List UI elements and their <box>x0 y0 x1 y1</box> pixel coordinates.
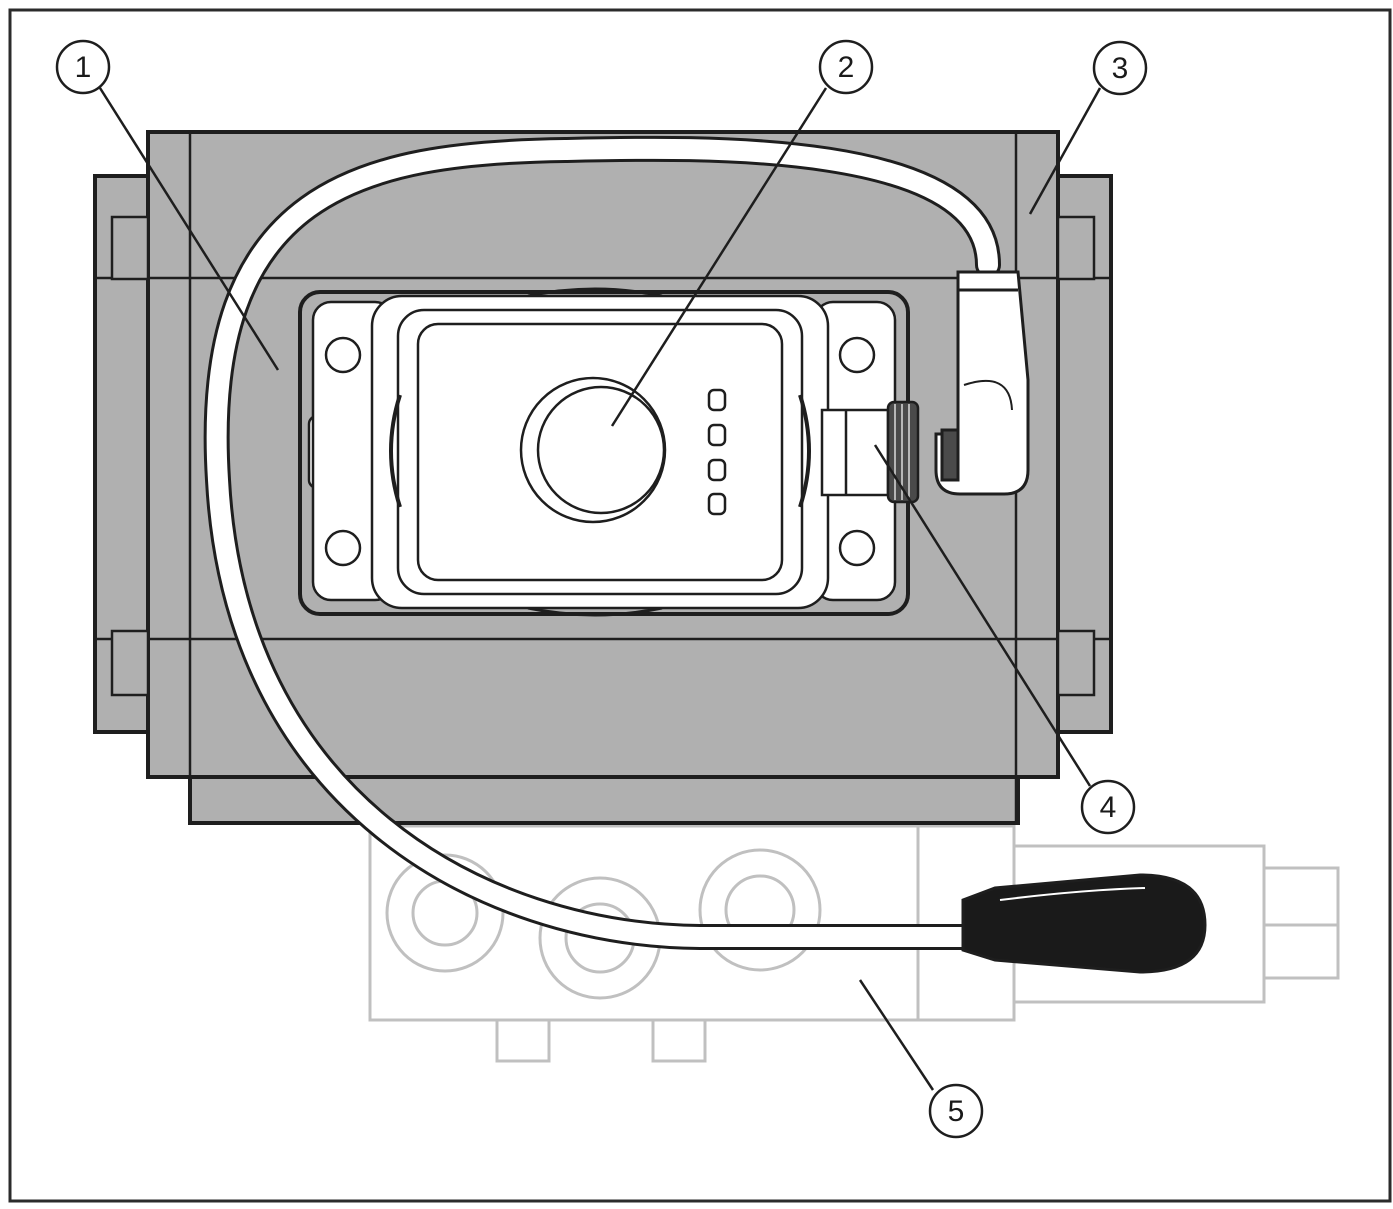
callout-label: 4 <box>1100 791 1117 824</box>
mount-hole <box>838 336 876 374</box>
mount-hole <box>324 529 362 567</box>
callout-4: 4 <box>1080 779 1136 835</box>
m12-socket <box>820 400 920 504</box>
led-indicator <box>707 492 727 516</box>
leader-line-1 <box>98 87 280 371</box>
callout-2: 2 <box>818 39 874 95</box>
callout-label: 3 <box>1112 52 1129 85</box>
leader-lines <box>98 87 1102 1091</box>
led-indicator <box>707 388 727 412</box>
callout-3: 3 <box>1092 40 1148 96</box>
sensing-face <box>519 376 667 524</box>
led-indicator <box>707 458 727 482</box>
leader-line-5 <box>858 979 935 1091</box>
leader-line-2 <box>610 87 828 427</box>
sensor-cable <box>203 135 1001 950</box>
callout-5: 5 <box>928 1083 984 1139</box>
straight-cable-connector <box>961 873 1207 974</box>
callout-1: 1 <box>55 39 111 95</box>
callout-label: 1 <box>75 51 92 84</box>
leader-line-4 <box>873 444 1092 787</box>
angled-cable-connector <box>934 270 1030 496</box>
leader-line-3 <box>1028 87 1102 215</box>
mount-hole <box>324 336 362 374</box>
led-indicator <box>707 423 727 447</box>
mount-hole <box>838 529 876 567</box>
callout-label: 5 <box>948 1095 965 1128</box>
callout-label: 2 <box>838 51 855 84</box>
